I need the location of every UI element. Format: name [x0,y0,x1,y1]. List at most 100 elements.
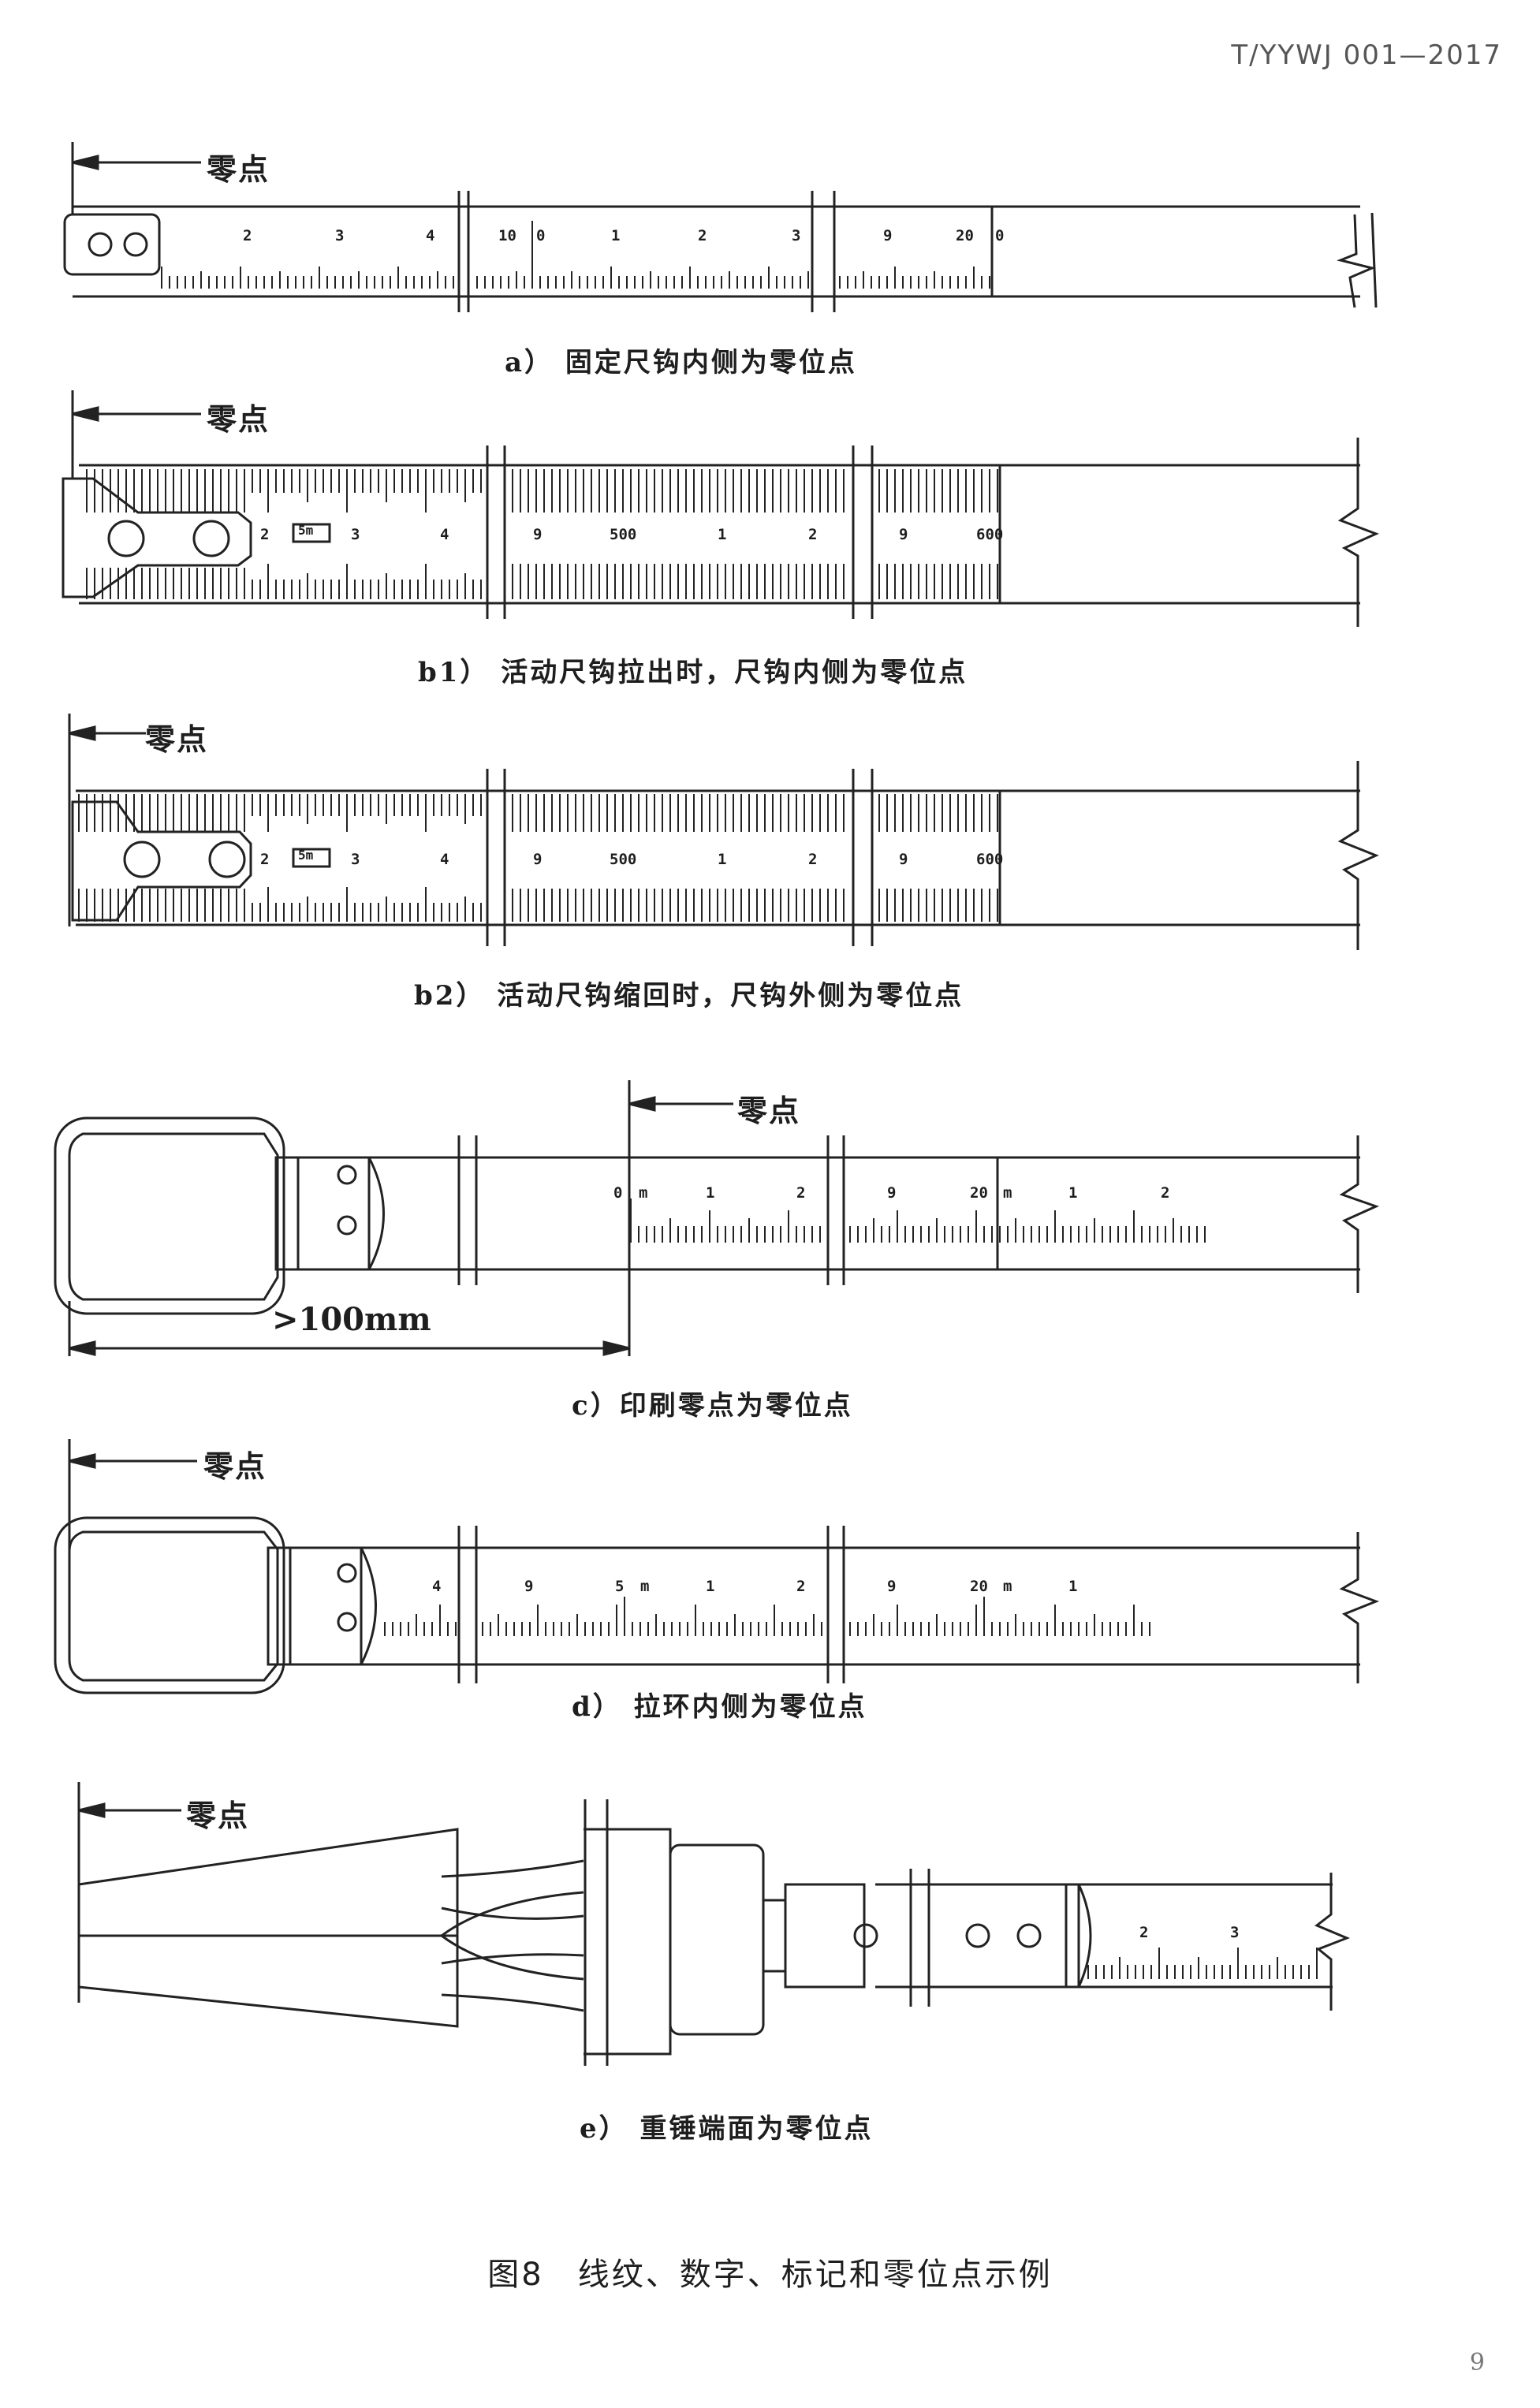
tape-body [875,1873,1350,2011]
scale-number: m [639,1184,648,1202]
scale-number: m [640,1578,650,1595]
scale-number: 1 [706,1184,715,1202]
zero-point-label: 零点 [145,721,209,757]
end-fitting [1065,1883,1080,1989]
break-marks [486,445,874,619]
rivet [88,232,113,257]
scale-number: 0 [536,227,546,244]
figure-b1-caption: b1） 活动尺钩拉出时，尺钩内侧为零位点 [418,657,968,688]
zero-point-label: 零点 [186,1798,250,1833]
scale-number: 2 [796,1578,806,1595]
dimension-line [68,1301,630,1356]
scale-number: 600 [976,526,1004,543]
meter-marker [292,848,331,868]
rivet [107,520,145,557]
scale-number: 2 [260,851,270,868]
figure-e: 零点 2 3 e） 重锤端面为零位点 [0,1782,1540,2153]
scale-number: 1 [718,851,727,868]
rivet [965,1923,990,1948]
scale-number: 3 [351,526,360,543]
figure-e-drawing [77,1782,1350,2066]
tape-break [1339,1532,1380,1683]
scale-number: 1 [706,1578,715,1595]
tape-body [274,1135,1380,1293]
scale-number: 9 [883,227,893,244]
rivet [853,1923,878,1948]
rivet [337,1563,357,1583]
scale-number: 4 [440,526,449,543]
scale-number: 2 [260,526,270,543]
scale-number: 2 [698,227,707,244]
scale-number: 9 [533,851,543,868]
ticks [384,1597,1150,1636]
figure-c-caption: c）印刷零点为零位点 [572,1390,853,1422]
scale-number: 3 [351,851,360,868]
tape-break [1339,1135,1380,1293]
scale-number: 1 [718,526,727,543]
rivet [192,520,230,557]
figure-d-caption: d） 拉环内侧为零位点 [572,1691,867,1723]
scale-number: m [1003,1184,1012,1202]
rivet [1016,1923,1042,1948]
rivet [208,841,246,878]
zero-point-label: 零点 [207,401,270,437]
scale-number: 4 [426,227,435,244]
rivet [123,841,161,878]
scale-number: 2 [808,851,818,868]
break-marks [457,191,836,312]
zero-point-label: 零点 [203,1448,267,1484]
ticks [78,794,998,922]
figure-e-caption: e） 重锤端面为零位点 [580,2113,874,2145]
figure-title: 图8 线纹、数字、标记和零位点示例 [487,2257,1053,2293]
plumb-bob [77,1828,878,2056]
zero-arrow [68,714,146,926]
scale-number: 10 [498,227,516,244]
page-number: 9 [1469,2349,1485,2376]
scale-number: 9 [899,851,908,868]
ticks [161,221,990,289]
ticks [86,469,998,599]
scale-number: 500 [610,851,637,868]
scale-number: 20 [956,227,974,244]
scale-number: 20 [970,1578,988,1595]
figure-b2-caption: b2） 活动尺钩缩回时，尺钩外侧为零位点 [414,980,964,1012]
tape-body [267,1532,1380,1683]
scale-number: m [1003,1578,1012,1595]
scale-number: 9 [533,526,543,543]
zero-point-label: 零点 [737,1093,801,1128]
figure-c: 零点 0 m 1 2 9 20 m 1 2 >100mm c）印刷零点为零位点 [0,1080,1540,1427]
break-marks [584,1799,930,2066]
scale-number: 4 [440,851,449,868]
scale-number: 0 [613,1184,623,1202]
end-fitting [267,1546,292,1666]
end-fitting [274,1156,300,1271]
figure-d: 零点 4 9 5 m 1 2 9 20 m 1 d） 拉环内侧为零位点 [0,1439,1540,1727]
scale-number: 1 [1068,1578,1078,1595]
scale-number: 9 [887,1578,897,1595]
zero-arrow [77,1782,181,2003]
meter-marker-label: 5m [298,848,314,863]
break-marks [457,1135,845,1285]
scale-number: 4 [432,1578,442,1595]
tape-break [1337,214,1376,308]
rivet [123,232,148,257]
figure-b2-drawing [68,714,1379,950]
scale-number: 9 [524,1578,534,1595]
zero-arrow [628,1080,733,1356]
scale-number: 3 [792,227,801,244]
tape-break [1337,761,1379,950]
break-marks [486,769,874,946]
scale-number: 20 [970,1184,988,1202]
figure-a-drawing [63,142,1378,312]
dimension-label: >100mm [272,1301,431,1338]
scale-number: 5 [615,1578,625,1595]
scale-number: 2 [1139,1924,1149,1941]
meter-marker-label: 5m [298,523,314,538]
ticks [1087,1948,1318,1979]
figure-a: 零点 2 3 4 10 0 1 2 3 9 20 0 a） 固定尺钩内侧为零位点 [0,142,1540,378]
scale-number: 2 [808,526,818,543]
scale-number: 9 [887,1184,897,1202]
pull-ring [54,1116,285,1315]
scale-number: 0 [995,227,1005,244]
scale-number: 600 [976,851,1004,868]
